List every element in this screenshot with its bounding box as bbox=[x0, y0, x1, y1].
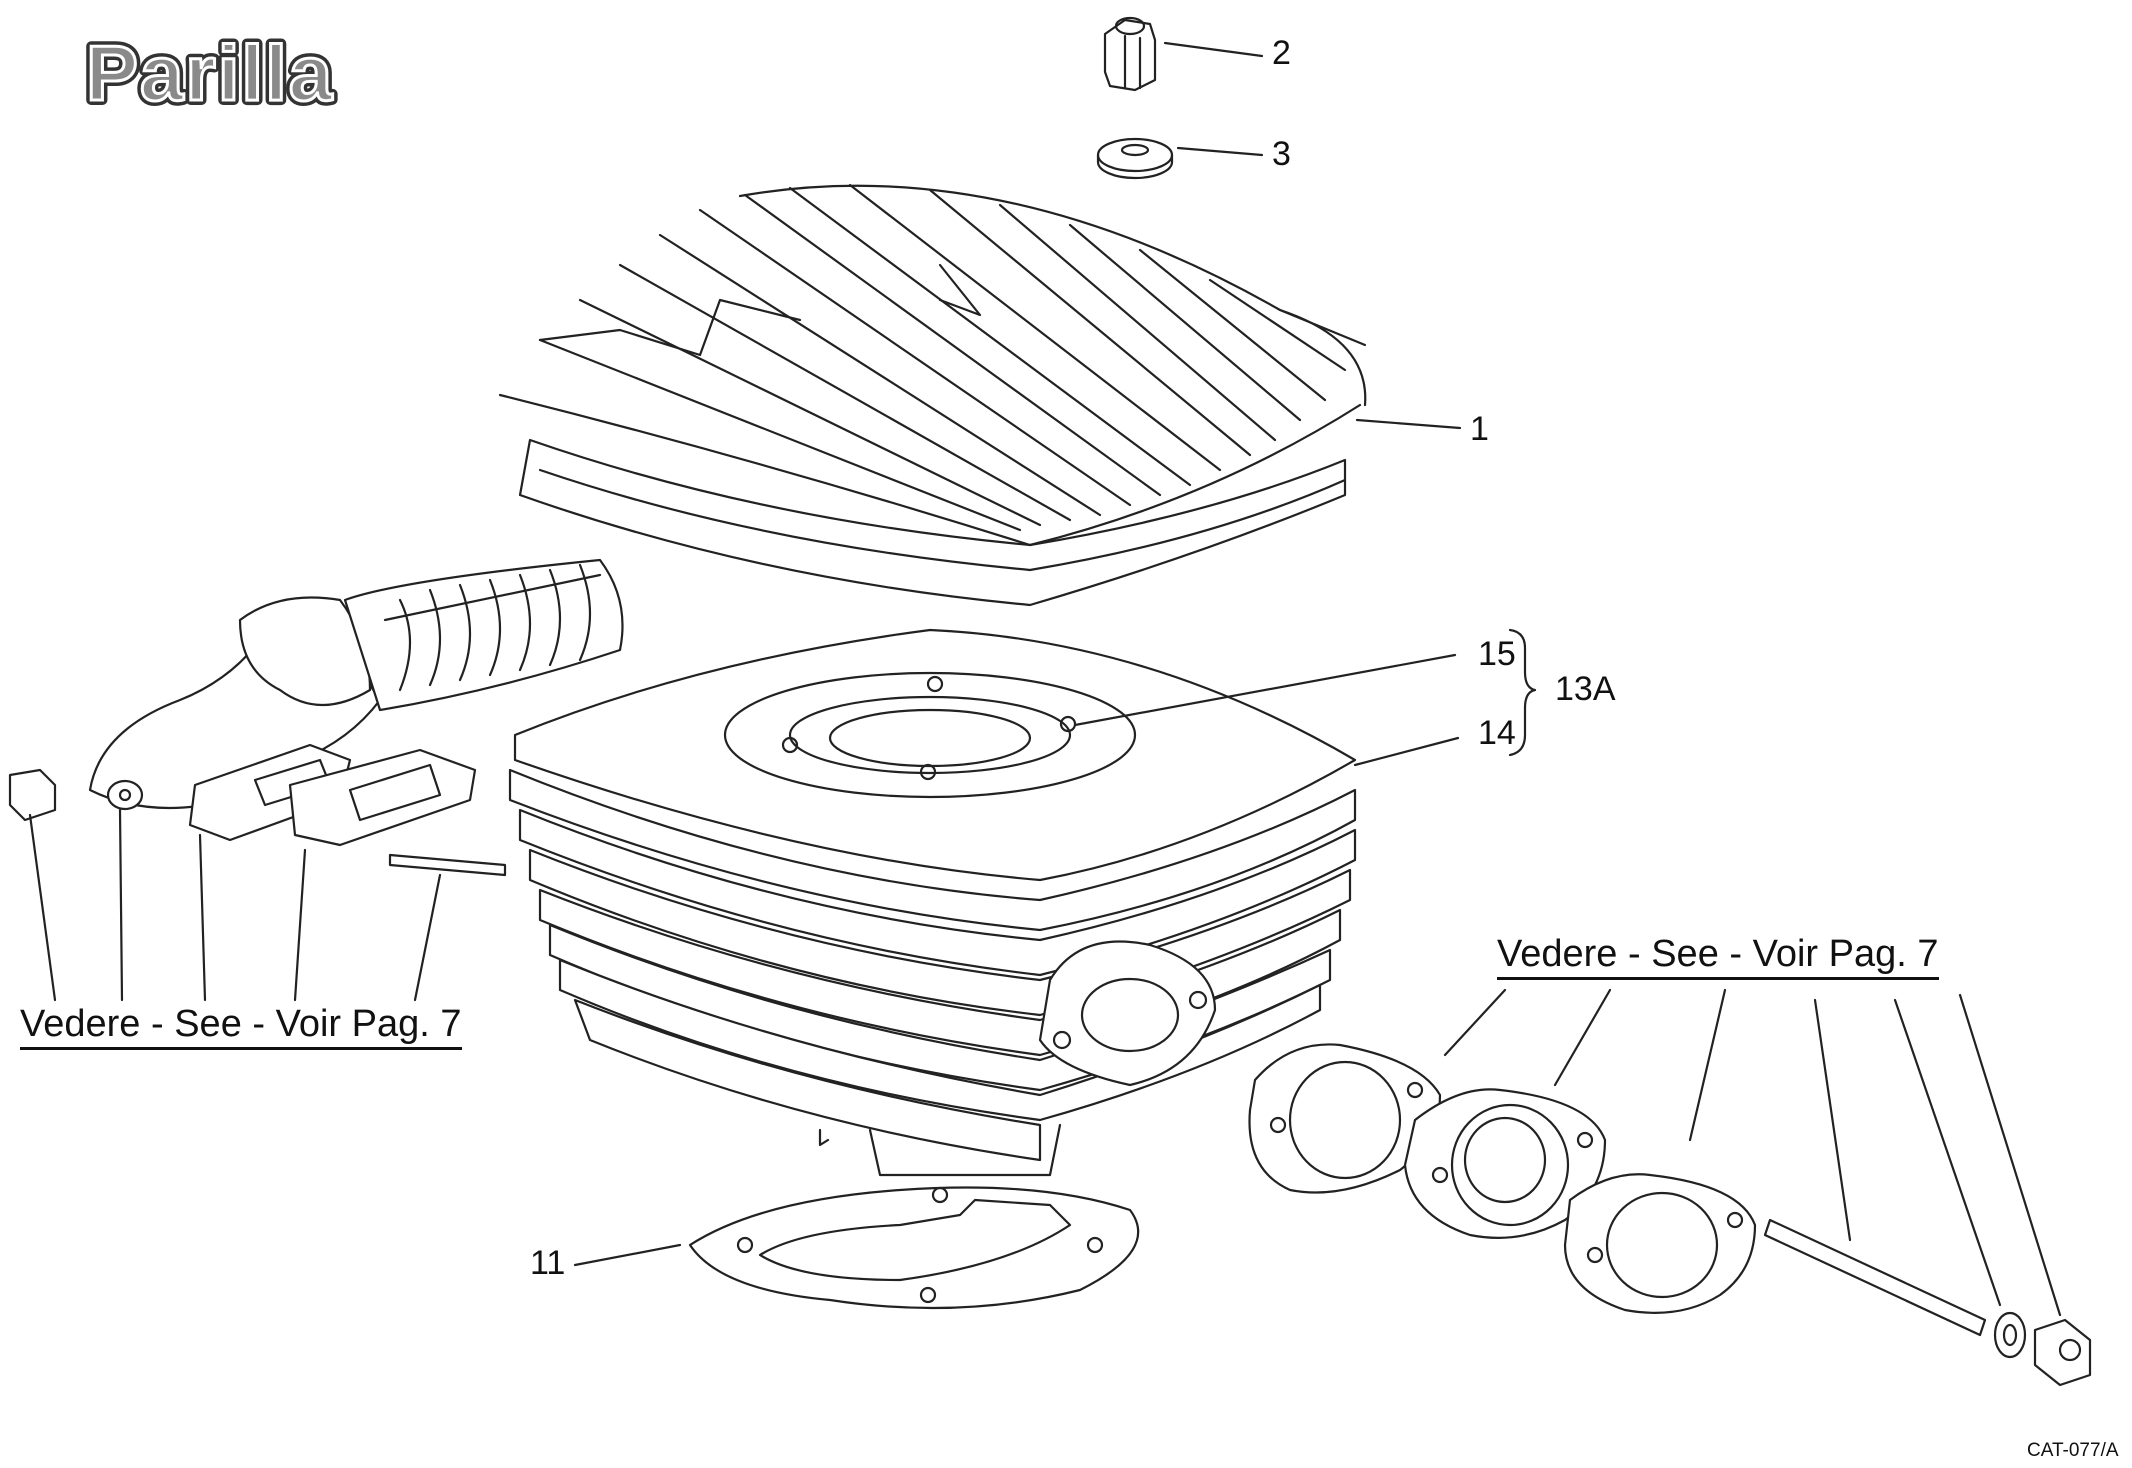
parilla-logo-graphic: Parilla Parilla bbox=[81, 24, 337, 122]
callout-14: 14 bbox=[1478, 714, 1516, 752]
callout-13a: 13A bbox=[1555, 670, 1616, 708]
brace-13a bbox=[1508, 628, 1537, 757]
reference-note-right: Vedere - See - Voir Pag. 7 bbox=[1497, 935, 1939, 980]
leader-3 bbox=[1176, 146, 1264, 157]
reference-note-left: Vedere - See - Voir Pag. 7 bbox=[20, 1005, 462, 1050]
exhaust-flange-assembly bbox=[1248, 988, 2092, 1387]
intake-manifold-assembly bbox=[8, 558, 624, 1002]
cylinder-barrel-part-14 bbox=[508, 628, 1357, 1177]
parilla-logo: Parilla Parilla bbox=[78, 24, 458, 122]
callout-2: 2 bbox=[1272, 34, 1291, 72]
cylinder-head-part-1 bbox=[498, 183, 1367, 607]
callout-1: 1 bbox=[1470, 410, 1489, 448]
nut-part-2 bbox=[1103, 16, 1157, 92]
logo-outline: Parilla bbox=[86, 29, 334, 116]
leader-14 bbox=[1353, 736, 1460, 767]
leader-15 bbox=[1073, 653, 1457, 727]
callout-15: 15 bbox=[1478, 635, 1516, 673]
logo-fill: Parilla bbox=[86, 29, 334, 116]
washer-part-3 bbox=[1096, 137, 1174, 180]
leader-11 bbox=[573, 1243, 682, 1267]
leader-2 bbox=[1163, 41, 1264, 58]
catalog-code: CAT-077/A bbox=[2027, 1440, 2119, 1461]
leader-1 bbox=[1355, 418, 1462, 430]
base-gasket-part-11 bbox=[688, 1186, 1140, 1310]
callout-11: 11 bbox=[530, 1244, 566, 1282]
callout-3: 3 bbox=[1272, 135, 1291, 173]
